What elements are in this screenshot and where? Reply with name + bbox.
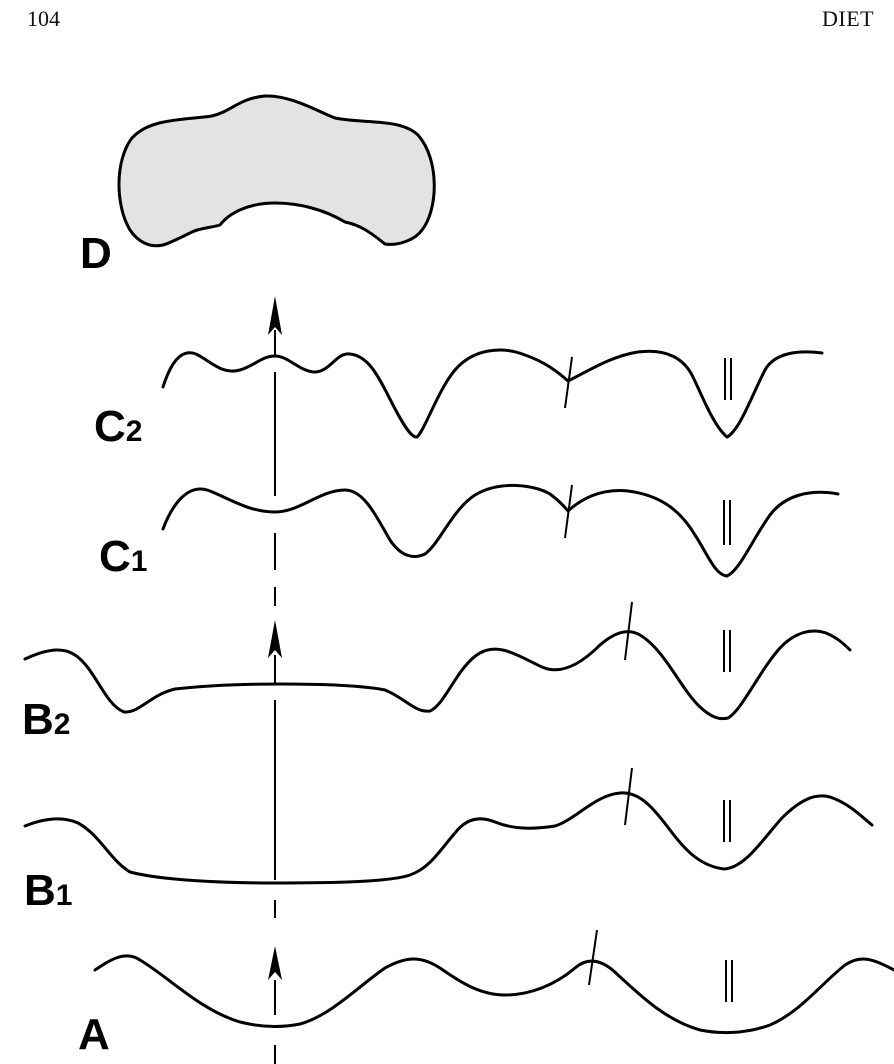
double-tick-marker-c1 (723, 500, 731, 545)
profile-c2-curve (161, 348, 824, 439)
profile-b1-curve (23, 791, 874, 885)
single-tick-marker-c2 (564, 356, 573, 409)
profile-b2-curve (23, 629, 852, 721)
profile-c1-curve (161, 484, 840, 578)
single-tick-marker-a (588, 929, 598, 986)
single-tick-marker-b2 (624, 601, 633, 661)
double-tick-marker-a (725, 960, 733, 1002)
arrow-up-icon (268, 946, 282, 980)
profile-a-curve (93, 954, 894, 1035)
profile-label-c2: C2 (94, 402, 142, 451)
profile-label-d: D (80, 229, 112, 278)
profile-label-a: A (78, 1010, 110, 1059)
profile-label-b1: B1 (24, 866, 72, 915)
single-tick-marker-b1 (624, 767, 633, 826)
single-tick-marker-c1 (564, 484, 573, 539)
profile-d-outline (117, 94, 436, 248)
page-number: 104 (27, 6, 60, 31)
arrow-up-icon (268, 296, 282, 335)
profile-label-c1: C1 (99, 532, 147, 581)
profile-label-b2: B2 (22, 695, 70, 744)
double-tick-marker-b1 (723, 800, 731, 842)
arrow-up-icon (268, 620, 282, 658)
double-tick-marker-b2 (723, 630, 731, 672)
running-head: DIET (822, 6, 875, 31)
double-tick-marker-c2 (724, 358, 732, 400)
